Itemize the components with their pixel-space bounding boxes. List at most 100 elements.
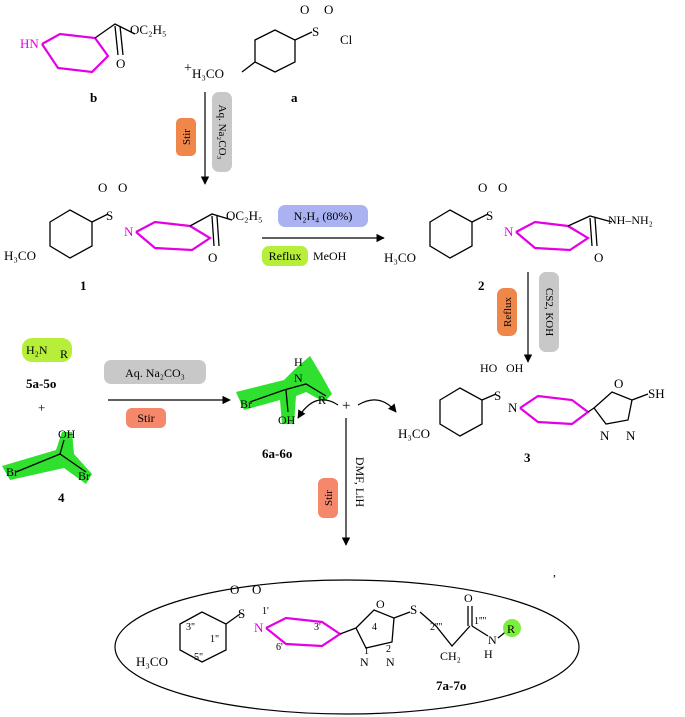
- c3-s-bond: [481, 393, 497, 401]
- b-piperidine-ring: [41, 32, 110, 74]
- b-carbonyl-o: O: [116, 56, 125, 71]
- a-o1: O: [300, 2, 309, 17]
- c7-pos1: 1: [364, 646, 369, 657]
- c3-n: N: [508, 400, 518, 415]
- a-methoxy: H₃CO: [192, 66, 224, 81]
- c7-pos3pp: 3": [186, 622, 195, 633]
- c3-link-bond: [587, 407, 595, 413]
- compound-6: Br H N OH R 6a-6o: [236, 355, 332, 461]
- c3-sh-bond: [631, 393, 649, 401]
- c7-s-bond: [225, 613, 241, 625]
- c2-methoxy: H₃CO: [384, 250, 416, 265]
- c3-benzene-ring: [439, 387, 483, 437]
- step5-stir-badge: [318, 478, 338, 518]
- b-ester-label: OC₂H₅: [130, 22, 167, 37]
- c1-o2: O: [118, 180, 127, 195]
- c1-methoxy: H₃CO: [4, 248, 36, 263]
- c1-o1: O: [98, 180, 107, 195]
- step5-conditions: DMF, LiH: [353, 457, 367, 508]
- product-ellipse: [114, 579, 580, 715]
- step4-stir-badge: [126, 408, 166, 428]
- step4-base: Aq. Na₂CO₃: [125, 366, 185, 380]
- c7-r: R: [507, 622, 515, 636]
- c2-n: N: [504, 224, 514, 239]
- c2-carbonyl-bond-2: [594, 217, 598, 247]
- a-plus: +: [184, 61, 192, 76]
- a-label: a: [291, 90, 298, 105]
- a-ome-bond: [241, 61, 256, 73]
- compound-b: HN OC₂H₅ O b: [20, 22, 167, 105]
- c3-label: 3: [524, 450, 531, 465]
- c2-benzene-ring: [429, 209, 473, 259]
- c7-o1: O: [230, 582, 239, 597]
- c1-label: 1: [80, 278, 87, 293]
- c2-amide-bond: [567, 215, 613, 227]
- c1-ester: OC₂H₅: [226, 208, 263, 223]
- c5-label: 5a-5o: [26, 376, 56, 391]
- c7-pos5pp: 5": [194, 652, 203, 663]
- c6-n: N: [294, 371, 303, 385]
- c5-plus: +: [38, 400, 45, 415]
- c7-methoxy: H₃CO: [136, 654, 168, 669]
- step3: Reflux CS2, KOH: [497, 272, 559, 363]
- c7-co: O: [464, 591, 473, 605]
- a-o2: O: [324, 2, 333, 17]
- step5-curve-left: [297, 399, 339, 419]
- compound-1: H₃CO S O O N OC₂H₅ O 1: [4, 180, 263, 293]
- step5-curve-right: [357, 399, 397, 413]
- c2-label: 2: [478, 278, 485, 293]
- step2-hydrazine: N₂H₄ (80%): [294, 209, 353, 223]
- step2-hydrazine-badge: [278, 205, 368, 227]
- c7-thio: S: [410, 602, 417, 617]
- c6-oh: OH: [278, 413, 296, 427]
- c1-s: S: [106, 208, 113, 223]
- c6-br: Br: [240, 397, 252, 411]
- c7-ring-n1: N: [360, 655, 369, 669]
- c1-s-bond: [91, 213, 109, 223]
- c7-h: H: [484, 647, 493, 661]
- c3-ring-n1: N: [600, 428, 610, 443]
- b-label: b: [90, 90, 97, 105]
- c3-sh: SH: [648, 386, 665, 401]
- c6-h: H: [294, 355, 303, 369]
- compound-7: H₃CO 3" 1" 5" S O O N 1' 6' 3' O 4 1 2 N…: [114, 579, 580, 715]
- c7-ring-o: O: [376, 597, 385, 611]
- c2-s-bond: [471, 213, 489, 223]
- c4-br1: Br: [6, 465, 18, 479]
- step2: N₂H₄ (80%) Reflux MeOH: [262, 205, 385, 266]
- c3-s: S: [494, 388, 501, 403]
- c4-oh-bond: [59, 439, 65, 455]
- step1-base: Aq. Na₂CO₃: [216, 105, 228, 160]
- a-s: S: [312, 24, 319, 39]
- c7-amide-bond: [471, 625, 489, 637]
- c3-piperidine-ring: [519, 394, 590, 426]
- c7-link-bond: [339, 627, 357, 635]
- compound-2: H₃CO S O O N NH–NH₂ O 2: [384, 180, 653, 293]
- step4: Aq. Na₂CO₃ Stir: [104, 360, 231, 428]
- c2-s: S: [486, 208, 493, 223]
- step1-base-badge: [212, 92, 232, 172]
- step3-reagent-badge: [539, 272, 559, 352]
- c1-ester-bond: [189, 213, 233, 227]
- compound-4: OH Br Br 4: [2, 427, 92, 505]
- step2-reflux: Reflux: [269, 249, 302, 263]
- c2-o2: O: [498, 180, 507, 195]
- compound-5: H₂N R 5a-5o +: [22, 338, 72, 415]
- c7-label: 7a-7o: [436, 678, 466, 693]
- c1-n: N: [124, 224, 134, 239]
- c7-ring-n2: N: [386, 655, 395, 669]
- step3-reflux-badge: [497, 288, 517, 336]
- c2-carbonyl-bond: [589, 217, 593, 247]
- c4-label: 4: [58, 490, 65, 505]
- c7-pos3p: 3': [314, 622, 321, 633]
- c2-piperidine-ring: [515, 220, 591, 252]
- step5-plus: +: [342, 398, 350, 414]
- compound-a: + H₃CO S O O Cl a: [184, 2, 353, 105]
- step1: Stir Aq. Na₂CO₃: [176, 92, 232, 185]
- c4-br2: Br: [78, 469, 90, 483]
- c5-r: R: [60, 347, 68, 361]
- c7-pos1q: 1'''': [474, 616, 486, 627]
- step1-stir: Stir: [181, 129, 193, 145]
- c7-pos2q: 2'''': [430, 622, 442, 633]
